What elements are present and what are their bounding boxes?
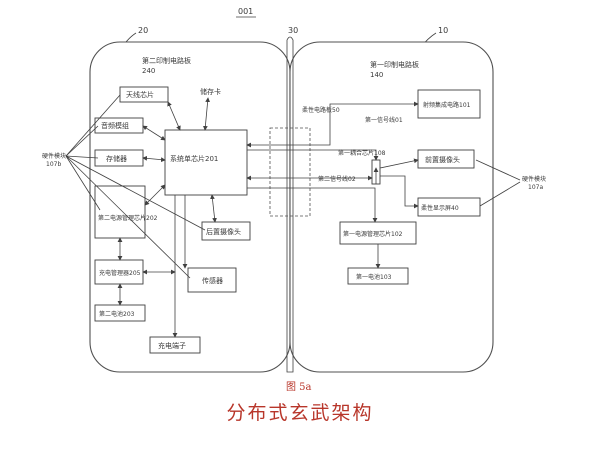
coupling-chip-label: 第一耦合芯片108 — [338, 149, 386, 157]
antenna-chip-box — [119, 86, 169, 103]
second-board-label: 第二印制电路板 — [142, 56, 191, 65]
rear-camera-box — [201, 221, 251, 241]
audio-module-label: 音频模组 — [101, 121, 129, 130]
memory-card-label: 储存卡 — [200, 87, 221, 96]
storage-label: 存储器 — [106, 154, 127, 163]
hinge — [286, 36, 294, 373]
antenna-chip-label: 天线芯片 — [126, 90, 154, 99]
battery2-label: 第二电池203 — [99, 310, 135, 318]
signal-line1-label: 第一信号线01 — [365, 116, 403, 124]
second-board-number: 240 — [142, 67, 155, 75]
audio-module-box — [94, 117, 144, 134]
first-board-number: 140 — [370, 71, 383, 79]
hw-module-right-label: 硬件模块 — [522, 175, 546, 183]
hw-module-right-number: 107a — [528, 184, 543, 191]
charge-port-label: 充电端子 — [158, 341, 186, 350]
ref-10: 10 — [438, 26, 448, 35]
charger-mgmt-box — [94, 259, 144, 285]
pmic1-label: 第一电源管理芯片102 — [343, 230, 403, 238]
soc-label: 系统单芯片201 — [170, 154, 218, 163]
ref-30: 30 — [288, 26, 298, 35]
front-camera-label: 前置摄像头 — [425, 155, 460, 164]
first-board-label: 第一印制电路板 — [370, 60, 419, 69]
rf-ic-label: 射频集成电路101 — [423, 101, 471, 109]
soc-box — [164, 129, 248, 196]
figure-caption: 图 5a — [286, 381, 312, 393]
rear-camera-label: 后置摄像头 — [206, 227, 241, 236]
hw-module-left-number: 107b — [46, 161, 61, 168]
diagram-title: 分布式玄武架构 — [226, 402, 374, 424]
ref-20: 20 — [138, 26, 148, 35]
sensor-label: 传感器 — [202, 276, 223, 285]
charger-mgmt-label: 充电管理器205 — [99, 269, 141, 277]
hw-module-left-label: 硬件模块 — [42, 152, 66, 160]
pmic2-box — [94, 185, 146, 239]
flexible-display-label: 柔性显示屏40 — [421, 204, 459, 212]
figure-number: 001 — [238, 7, 253, 16]
signal-line2-label: 第二信号线02 — [318, 175, 356, 183]
battery1-label: 第一电池103 — [356, 273, 392, 281]
rf-ic-box — [417, 89, 481, 119]
flex-board-label: 柔性电路板50 — [302, 106, 340, 114]
sensor-box — [187, 267, 237, 293]
pmic2-label: 第二电源管理芯片202 — [98, 214, 158, 222]
